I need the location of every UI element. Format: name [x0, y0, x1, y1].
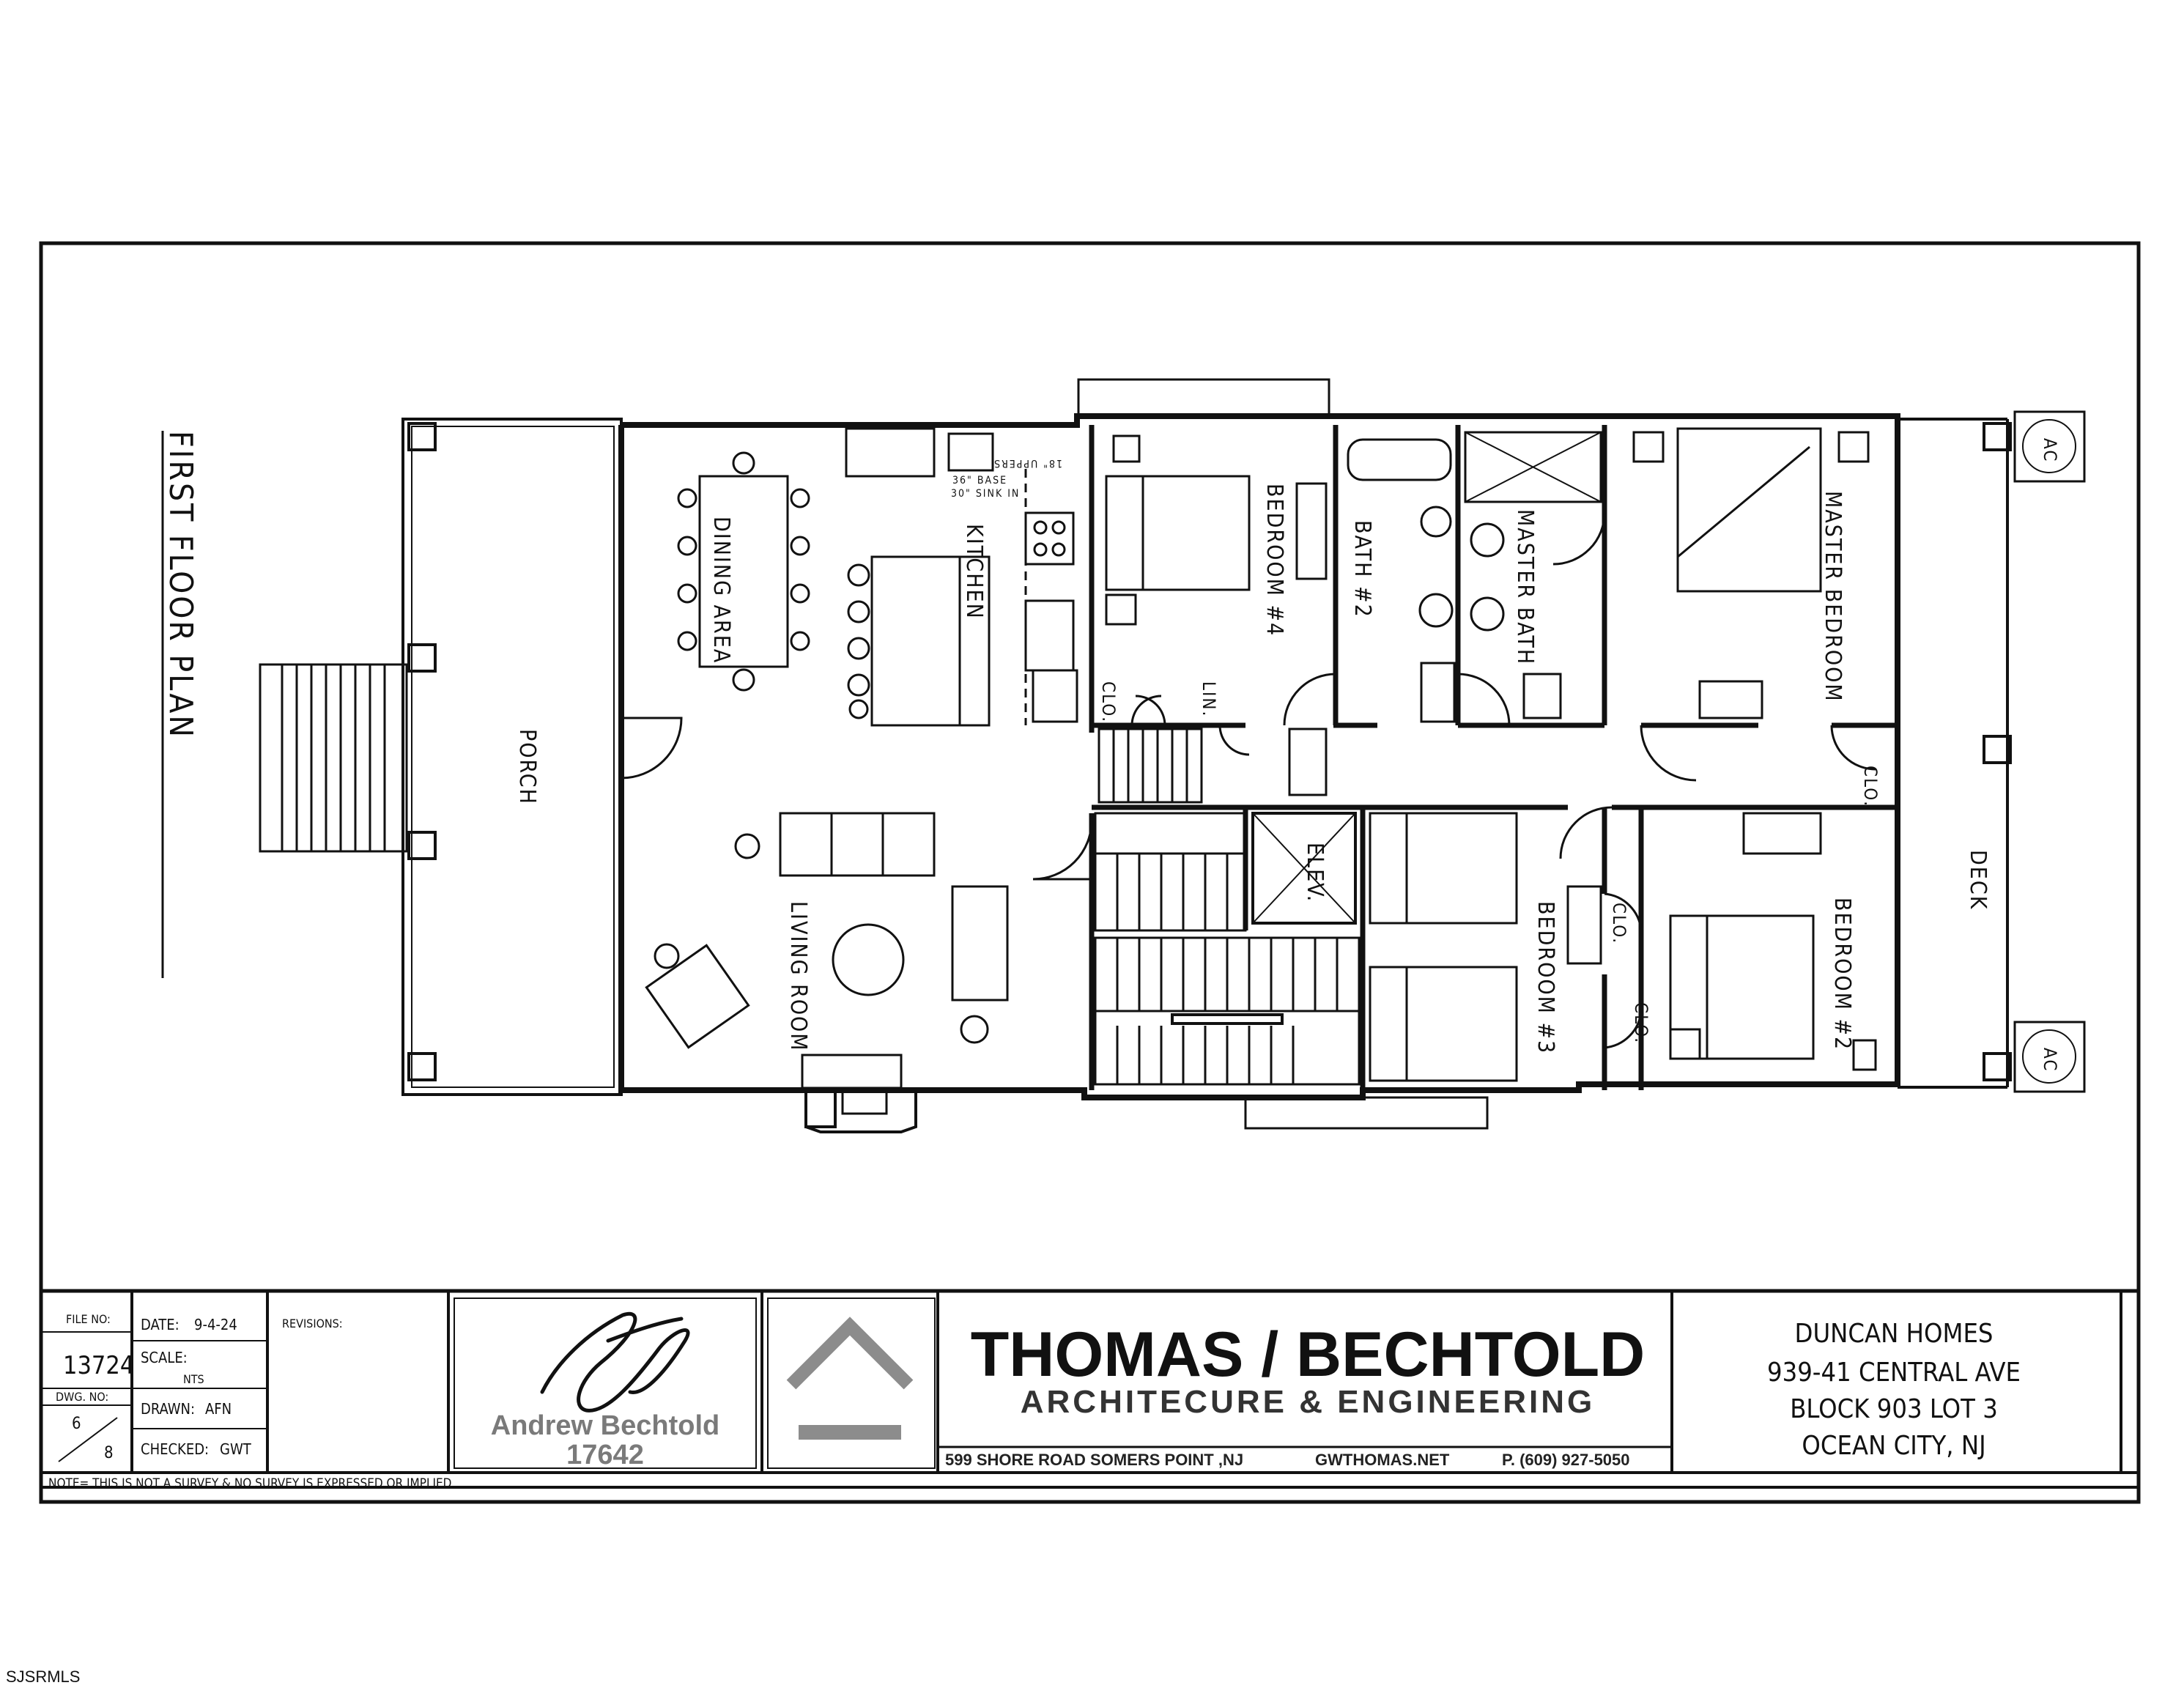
- label-bedroom2: BEDROOM #2: [1829, 897, 1855, 1051]
- label-living: LIVING ROOM: [785, 901, 811, 1052]
- plan-title: FIRST FLOOR PLAN: [162, 431, 199, 739]
- label-kitchen: KITCHEN: [961, 524, 987, 620]
- firm-phone: P. (609) 927-5050: [1502, 1451, 1630, 1469]
- drawn-value: AFN: [205, 1400, 232, 1418]
- revisions-label: REVISIONS:: [282, 1317, 343, 1330]
- kitchen-note-sink: 30" SINK IN: [951, 488, 1020, 500]
- label-deck: DECK: [1965, 850, 1991, 910]
- drawn-label: DRAWN:: [141, 1400, 195, 1418]
- file-no: 13724: [63, 1351, 134, 1380]
- watermark: SJSRMLS: [6, 1667, 80, 1686]
- label-porch: PORCH: [514, 729, 540, 805]
- elevator: [1251, 812, 1357, 925]
- label-elev: ELEV.: [1302, 843, 1328, 903]
- kitchen-counters: [845, 427, 1078, 725]
- firm-logo-icon: [786, 1317, 914, 1440]
- label-bedroom4: BEDROOM #4: [1262, 484, 1287, 637]
- title-block: [40, 1289, 2140, 1489]
- bedroom3-furniture: [1369, 812, 1602, 1082]
- dining-table: [677, 451, 810, 692]
- project-line-4: OCEAN CITY, NJ: [1802, 1431, 1985, 1461]
- firm-name: THOMAS / BECHTOLD: [971, 1319, 1646, 1390]
- label-bath2: BATH #2: [1350, 520, 1375, 618]
- stairs: [1094, 728, 1361, 1086]
- label-ac-bottom: AC: [2040, 1048, 2060, 1072]
- firm-website: GWTHOMAS.NET: [1315, 1451, 1450, 1469]
- scale-value: NTS: [183, 1372, 204, 1386]
- engineer-license: 17642: [566, 1440, 644, 1470]
- exterior-walls: [618, 413, 1900, 1100]
- date-label: DATE:: [141, 1316, 179, 1333]
- sheet-number: 6: [72, 1415, 81, 1433]
- label-bedroom3: BEDROOM #3: [1533, 901, 1558, 1054]
- kitchen-note-uppers: 18" UPPERS: [993, 457, 1062, 469]
- checked-value: GWT: [220, 1440, 252, 1458]
- master-bedroom-furniture: [1632, 427, 1870, 719]
- porch-stair: [259, 663, 408, 853]
- label-clo-mb: CLO.: [1860, 766, 1881, 807]
- firm-subtitle: ARCHITECURE & ENGINEERING: [1021, 1384, 1596, 1420]
- file-no-label: FILE NO:: [66, 1312, 111, 1326]
- sheet-total: 8: [104, 1444, 114, 1462]
- label-clo-b4: CLO.: [1098, 681, 1119, 723]
- floor-plan: [259, 378, 2086, 1133]
- label-clo-b3a: CLO.: [1609, 903, 1629, 944]
- bedroom2-furniture: [1669, 812, 1877, 1071]
- bath2-fixtures: [1347, 438, 1456, 723]
- door-swings: [621, 512, 1876, 1049]
- engineer-signature: [540, 1311, 690, 1413]
- master-bath-fixtures: [1464, 431, 1602, 719]
- project-line-1: DUNCAN HOMES: [1795, 1319, 1994, 1349]
- engineer-name: Andrew Bechtold: [491, 1410, 719, 1441]
- project-line-2: 939-41 CENTRAL AVE: [1767, 1358, 2021, 1388]
- label-ac-top: AC: [2040, 438, 2060, 462]
- scale-label: SCALE:: [141, 1349, 188, 1366]
- label-master-bath: MASTER BATH: [1512, 509, 1538, 665]
- date-value: 9-4-24: [194, 1316, 237, 1333]
- note: NOTE= THIS IS NOT A SURVEY & NO SURVEY I…: [48, 1476, 451, 1491]
- label-lin: LIN.: [1199, 681, 1219, 717]
- label-dining: DINING AREA: [708, 517, 734, 664]
- bedroom4-furniture: [1105, 434, 1328, 796]
- dwg-no-label: DWG. NO:: [56, 1390, 108, 1404]
- living-furniture: [645, 812, 1009, 1089]
- sheet-border: [39, 241, 2141, 1504]
- project-line-3: BLOCK 903 LOT 3: [1790, 1394, 1998, 1424]
- kitchen-note-base: 36" BASE: [952, 475, 1007, 486]
- interior-walls: [1089, 425, 1898, 1090]
- label-clo-b3b: CLO.: [1631, 1002, 1651, 1044]
- label-master-bedroom: MASTER BEDROOM: [1820, 491, 1846, 703]
- kitchen-island: [847, 555, 991, 727]
- checked-label: CHECKED:: [141, 1440, 209, 1458]
- firm-address: 599 SHORE ROAD SOMERS POINT ,NJ: [945, 1451, 1243, 1469]
